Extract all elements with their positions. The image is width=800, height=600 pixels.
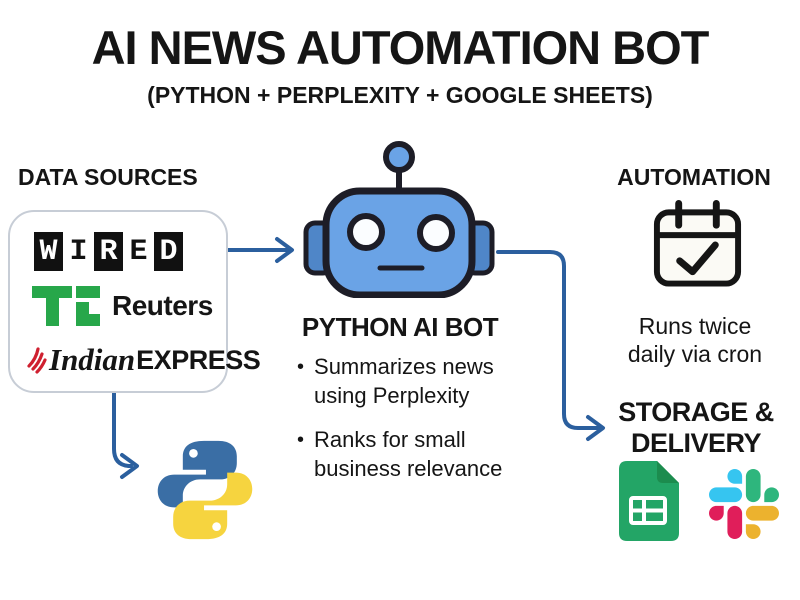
indian-express-logo: Indian EXPRESS (26, 342, 261, 378)
slack-icon (709, 469, 779, 539)
google-sheets-icon (619, 461, 679, 541)
wired-letter: I (64, 232, 93, 271)
automation-caption: Runs twice daily via cron (627, 313, 763, 368)
automation-heading: AUTOMATION (617, 164, 771, 190)
wired-letter: D (154, 232, 183, 271)
wired-letter: E (124, 232, 153, 271)
bullet-text: Ranks for small business relevance (314, 427, 503, 481)
robot-antenna (383, 141, 415, 173)
arrow-sources-to-python (112, 391, 133, 468)
quill-icon (27, 347, 47, 374)
techcrunch-logo (32, 286, 100, 326)
wired-letter: W (34, 232, 63, 271)
arrow-sources-to-python-head (120, 453, 139, 479)
wired-letter: R (94, 232, 123, 271)
storage-heading: STORAGE & DELIVERY (618, 397, 774, 459)
bullet-item: • Summarizes news using Perplexity (297, 353, 537, 410)
page-subtitle: (PYTHON + PERPLEXITY + GOOGLE SHEETS) (147, 82, 653, 108)
bot-bullets: • Summarizes news using Perplexity • Ran… (297, 353, 537, 499)
data-sources-heading: DATA SOURCES (18, 164, 198, 190)
python-logo-icon (157, 440, 253, 540)
robot-eye-left (347, 213, 385, 251)
arrow-sources-to-bot-head (275, 237, 294, 263)
page-title: AI NEWS AUTOMATION BOT (91, 21, 710, 74)
bullet-marker: • (297, 429, 305, 452)
indian-express-caps: EXPRESS (136, 344, 261, 375)
bullet-text: Summarizes news using Perplexity (314, 354, 494, 408)
reuters-logo: Reuters (112, 290, 213, 321)
calendar-check-icon (653, 199, 742, 287)
indian-express-script: Indian (49, 342, 136, 377)
wired-logo: W I R E D (34, 232, 184, 271)
data-sources-box: W I R E D Reuters Indian EXPRESS (8, 210, 261, 393)
robot-icon (303, 141, 495, 298)
bot-label: PYTHON AI BOT (301, 312, 499, 342)
robot-eye-right (417, 214, 455, 252)
bullet-item: • Ranks for small business relevance (297, 426, 537, 483)
bullet-marker: • (297, 356, 305, 378)
